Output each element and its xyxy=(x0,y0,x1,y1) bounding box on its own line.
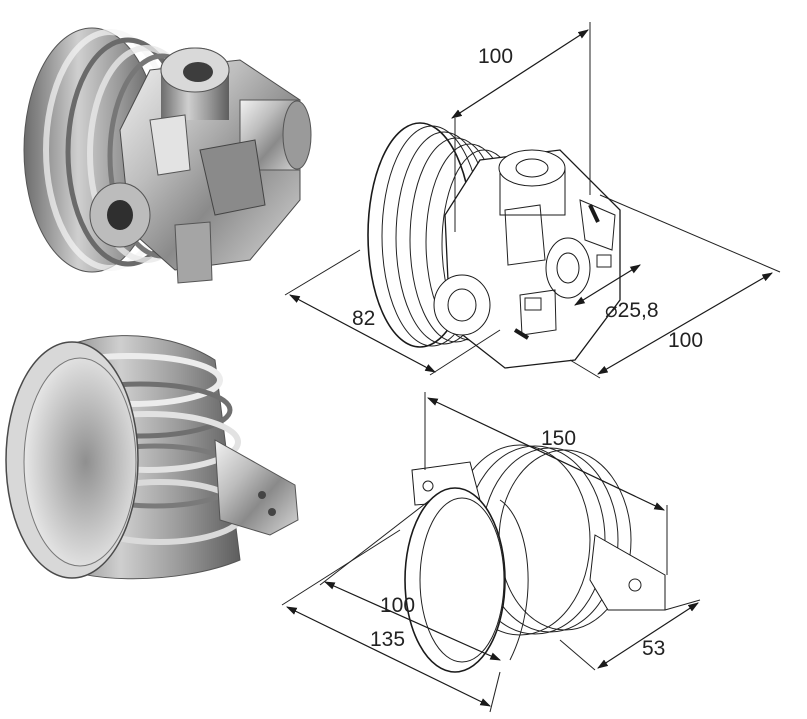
bracket-line-drawing xyxy=(404,444,666,673)
dim-bracket-depth: 53 xyxy=(642,637,665,660)
dim-adapter-bore: ⌀25,8 xyxy=(605,299,659,322)
dim-adapter-width: 100 xyxy=(478,45,513,68)
adapter-dimensions xyxy=(284,22,781,379)
bracket-photo xyxy=(5,335,299,580)
dim-bracket-inner-dia: 100 xyxy=(380,594,415,617)
dim-adapter-depth: 100 xyxy=(668,329,703,352)
adapter-photo xyxy=(23,27,312,284)
adapter-line-drawing xyxy=(367,122,621,369)
dim-bracket-span: 150 xyxy=(541,427,576,450)
bracket-dimensions xyxy=(281,392,701,713)
dim-bracket-outer-dia: 135 xyxy=(370,628,405,651)
dim-adapter-length: 82 xyxy=(352,307,375,330)
